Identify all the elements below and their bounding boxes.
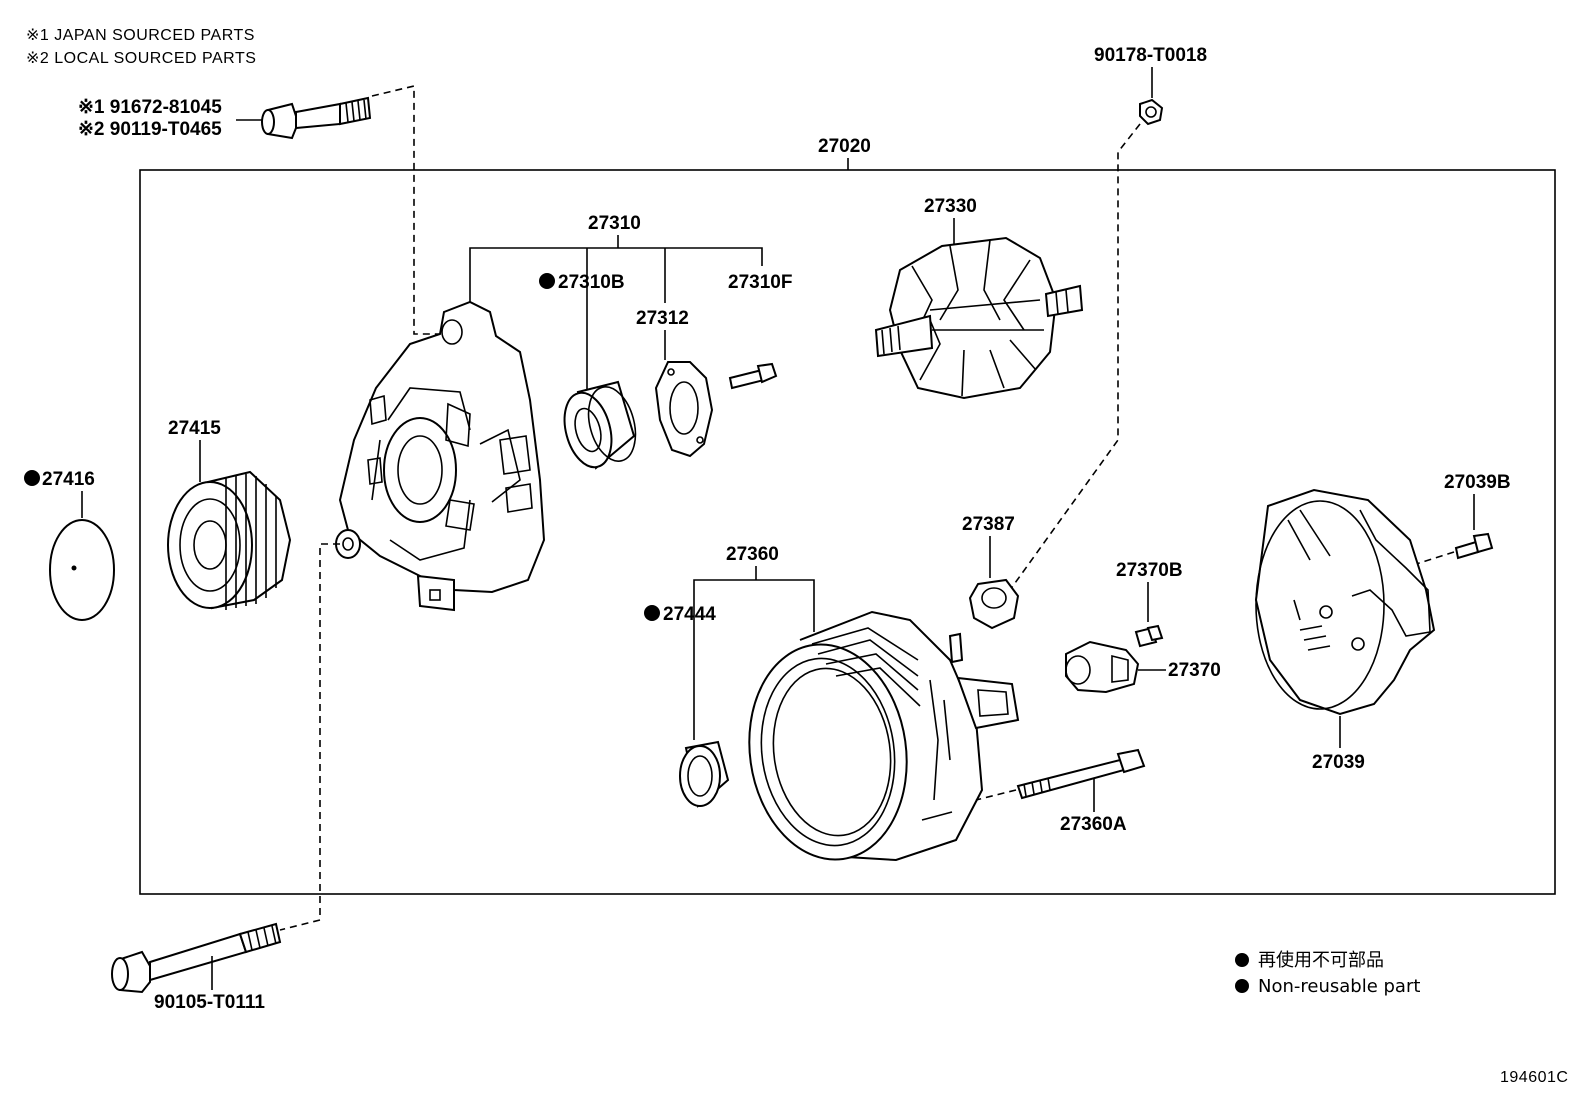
label-27360[interactable]: 27360 <box>726 544 779 565</box>
brush-holder-icon <box>1065 640 1140 694</box>
rear-cover-nut-icon <box>1454 532 1494 560</box>
label-nut-top[interactable]: 90178-T0018 <box>1094 45 1207 66</box>
bracket-27310 <box>469 247 763 306</box>
bracket-27360 <box>693 579 815 740</box>
rectifier-end-frame-icon <box>748 610 1020 862</box>
rotor-icon <box>874 236 1084 400</box>
label-27360a[interactable]: 27360A <box>1060 814 1127 835</box>
label-27444[interactable]: 27444 <box>663 604 716 625</box>
label-27310[interactable]: 27310 <box>588 213 641 234</box>
label-27387[interactable]: 27387 <box>962 514 1015 535</box>
label-27039b[interactable]: 27039B <box>1444 472 1511 493</box>
pulley-cap-icon <box>49 519 115 621</box>
label-27415[interactable]: 27415 <box>168 418 221 439</box>
label-27370[interactable]: 27370 <box>1168 660 1221 681</box>
drive-end-frame-icon <box>335 300 546 612</box>
retainer-screw-icon <box>728 362 778 390</box>
label-27310f[interactable]: 27310F <box>728 272 792 293</box>
bottom-bolt-icon <box>111 922 282 994</box>
non-reusable-dot-27310b <box>539 273 555 289</box>
legend-dot-jp <box>1235 953 1249 967</box>
label-27310b[interactable]: 27310B <box>558 272 625 293</box>
bolt-top-left-path <box>371 84 440 335</box>
bottom-bolt-path <box>279 543 340 931</box>
pulley-icon <box>167 470 292 610</box>
legend-english: Non-reusable part <box>1258 976 1420 997</box>
non-reusable-dot-27444 <box>644 605 660 621</box>
through-bolt-icon <box>1016 748 1146 800</box>
nut-top-icon <box>1139 98 1164 126</box>
figure-code: 194601C <box>1500 1069 1568 1086</box>
label-bottom-bolt[interactable]: 90105-T0111 <box>154 992 265 1013</box>
legend-dot-en <box>1235 979 1249 993</box>
retainer-plate-icon <box>654 361 714 458</box>
nut-top-path <box>1009 123 1141 591</box>
note-local-sourced: ※2 LOCAL SOURCED PARTS <box>26 50 256 67</box>
note-japan-sourced: ※1 JAPAN SOURCED PARTS <box>26 27 255 44</box>
bearing-icon <box>563 380 637 470</box>
label-assembly-27020[interactable]: 27020 <box>818 136 871 157</box>
label-27312[interactable]: 27312 <box>636 308 689 329</box>
label-27330[interactable]: 27330 <box>924 196 977 217</box>
bolt-top-left-icon <box>261 96 372 140</box>
label-27039[interactable]: 27039 <box>1312 752 1365 773</box>
bearing-cover-icon <box>679 740 730 808</box>
label-bolt-japan[interactable]: ※1 91672-81045 <box>78 97 222 118</box>
legend-japanese: 再使用不可部品 <box>1258 950 1384 971</box>
label-27370b[interactable]: 27370B <box>1116 560 1183 581</box>
rear-cover-icon <box>1254 488 1436 716</box>
label-bolt-local[interactable]: ※2 90119-T0465 <box>78 119 222 140</box>
brush-holder-screw-icon <box>1134 624 1164 648</box>
non-reusable-dot-27416 <box>24 470 40 486</box>
label-27416[interactable]: 27416 <box>42 469 95 490</box>
insulator-icon <box>968 578 1020 630</box>
